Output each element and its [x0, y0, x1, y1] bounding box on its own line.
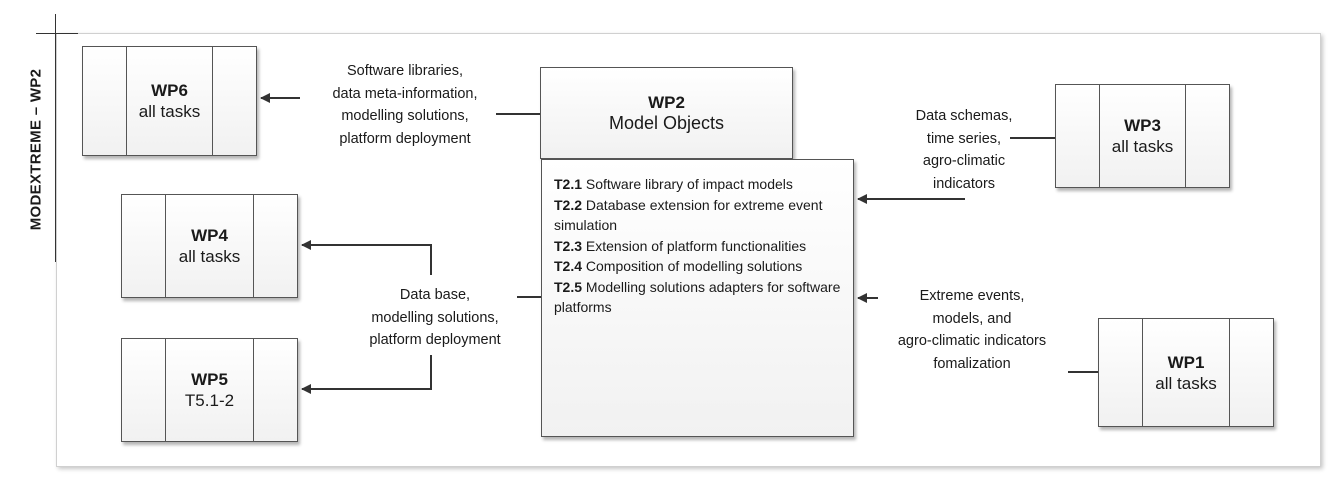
label-from-wp1: Extreme events,models, and agro-climatic… — [897, 288, 1047, 372]
task-item: T2.1 Software library of impact models — [554, 176, 793, 192]
task-item: T2.3 Extension of platform functionaliti… — [554, 237, 807, 254]
wp2-title: WP2 — [648, 93, 685, 112]
wp2-tasks-box: T2.1 Software library of impact models T… — [541, 159, 854, 437]
wp3-subtitle: all tasks — [1111, 137, 1174, 156]
task-item: T2.2 Database extension for extreme even… — [554, 196, 823, 234]
task-item: T2.4 Composition of modelling solutions — [554, 258, 803, 274]
wp5-title: WP5 — [191, 370, 228, 389]
wp1-box: WP1 all tasks — [1098, 318, 1274, 427]
wp4-subtitle: all tasks — [178, 247, 241, 266]
arrow-to-wp4 — [301, 240, 432, 275]
arrow-to-wp5 — [301, 355, 432, 394]
label-to-wp6: Software libraries,data meta-information… — [332, 63, 478, 147]
wp3-box: WP3 all tasks — [1055, 84, 1230, 188]
task-item: T2.5 Modelling solutions adapters for so… — [554, 278, 841, 316]
wp6-title: WP6 — [151, 81, 188, 100]
label-to-wp4-wp5: Data base,modelling solutions, platform … — [369, 287, 501, 348]
wp2-subtitle: Model Objects — [608, 113, 725, 133]
side-axis-tick — [36, 33, 78, 34]
side-axis-line — [55, 14, 56, 262]
wp1-title: WP1 — [1167, 352, 1205, 372]
wp6-box: WP6 all tasks — [82, 46, 257, 156]
wp2-box: WP2 Model Objects — [540, 67, 793, 159]
wp6-subtitle: all tasks — [138, 102, 201, 121]
wp5-box: WP5 T5.1-2 — [121, 338, 298, 442]
wp1-subtitle: all tasks — [1155, 373, 1217, 393]
wp3-title: WP3 — [1124, 116, 1161, 135]
wp4-title: WP4 — [191, 226, 228, 245]
wp5-subtitle: T5.1-2 — [184, 391, 235, 410]
wp4-box: WP4 all tasks — [121, 194, 298, 298]
